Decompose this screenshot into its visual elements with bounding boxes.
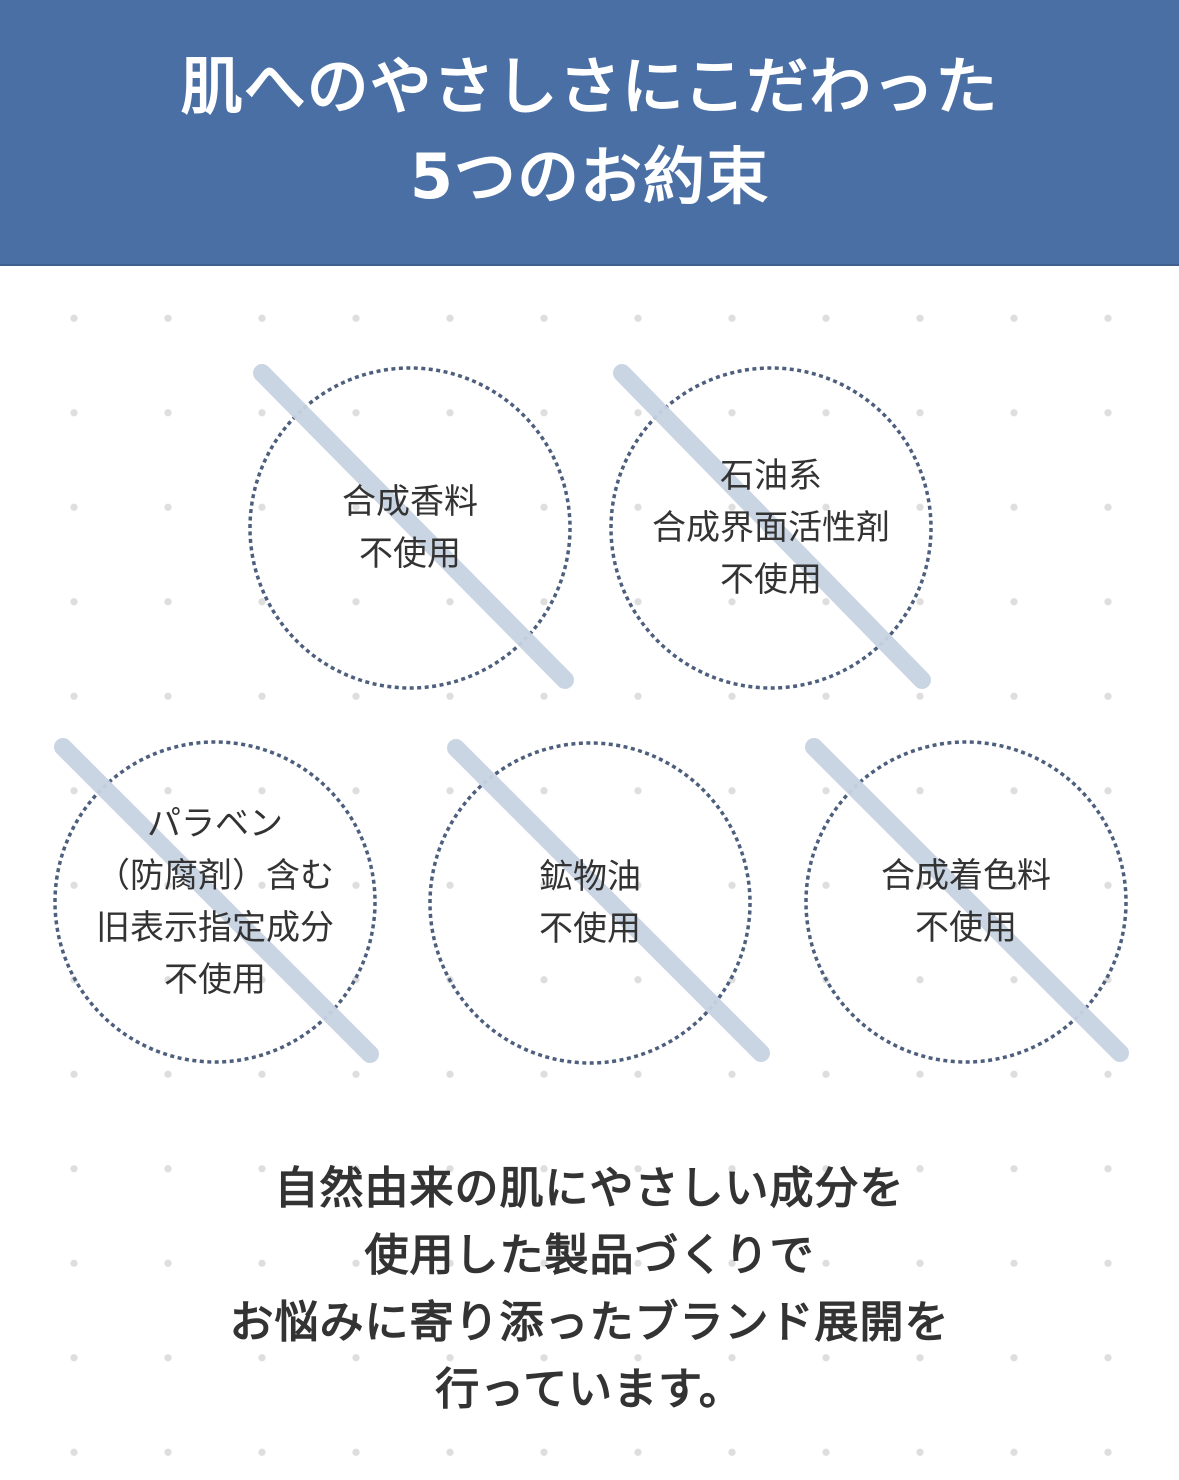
badge-label: 合成着色料 [881,856,1051,896]
page-title-line-1: 肌へのやさしさにこだわった [180,50,999,123]
badge-no-mineral-oil: 鉱物油 不使用 [428,739,770,1065]
badge-label: 不使用 [359,534,461,574]
badge-label: 不使用 [720,560,822,600]
prohibited-circle-icon [609,364,933,690]
badge-label: 不使用 [539,909,641,949]
badge-label: 鉱物油 [539,857,641,897]
badge-label: （防腐剤）含む [96,856,334,896]
page-title-line-2: 5つのお約束 [409,140,770,213]
brand-statement: 自然由来の肌にやさしい成分を 使用した製品づくりで お悩みに寄り添ったブランド展… [0,1155,1179,1423]
badge-label: 旧表示指定成分 [96,908,334,948]
badge-no-synthetic-fragrance: 合成香料 不使用 [248,364,574,690]
prohibited-circle-icon [804,738,1129,1064]
brand-statement-line: 行っています。 [435,1364,744,1415]
prohibited-circle-icon [53,738,379,1064]
badge-label: 合成界面活性剤 [652,508,890,548]
badge-label: 不使用 [164,960,266,1000]
brand-statement-line: 自然由来の肌にやさしい成分を [274,1163,905,1214]
brand-statement-line: 使用した製品づくりで [364,1230,815,1281]
header-banner: 肌へのやさしさにこだわった 5つのお約束 [0,0,1179,266]
badge-label: 不使用 [915,908,1017,948]
badge-no-paraben: パラベン （防腐剤）含む 旧表示指定成分 不使用 [53,738,379,1064]
badge-label: パラベン [147,804,283,844]
brand-statement-line: お悩みに寄り添ったブランド展開を [229,1297,950,1348]
badge-label: 石油系 [720,456,822,496]
prohibited-circle-icon [248,364,574,690]
badge-no-synthetic-colorant: 合成着色料 不使用 [804,738,1129,1064]
badge-label: 合成香料 [342,482,478,522]
prohibited-circle-icon [428,739,770,1065]
badge-no-petroleum-surfactant: 石油系 合成界面活性剤 不使用 [609,364,933,690]
